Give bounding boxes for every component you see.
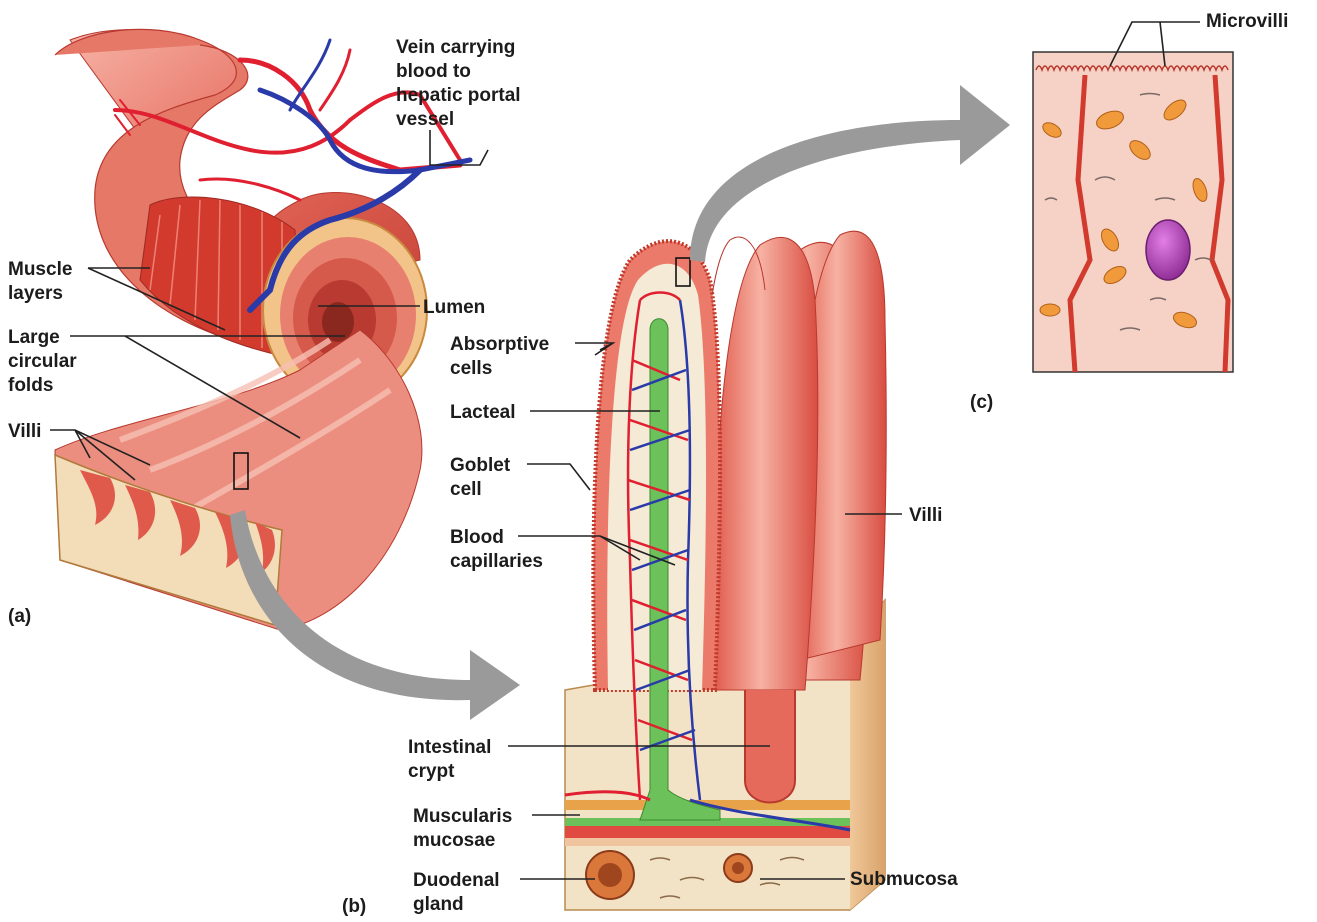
label-muscle-layers: Muscle layers	[8, 258, 72, 306]
label-muscularis-mucosae: Muscularis mucosae	[413, 805, 512, 853]
panel-label-c: (c)	[970, 392, 993, 414]
villus-cross-section-illustration	[565, 231, 886, 910]
panel-label-b: (b)	[342, 896, 366, 918]
label-blood-capillaries: Blood capillaries	[450, 526, 543, 574]
label-goblet-cell: Goblet cell	[450, 454, 510, 502]
label-microvilli: Microvilli	[1206, 10, 1288, 34]
label-duodenal-gland: Duodenal gland	[413, 869, 500, 917]
label-lumen: Lumen	[423, 296, 485, 320]
label-villi-a: Villi	[8, 420, 41, 444]
label-vein-to-hepatic-portal: Vein carrying blood to hepatic portal ve…	[396, 36, 521, 132]
panel-label-a: (a)	[8, 606, 31, 628]
label-villi-b: Villi	[909, 504, 942, 528]
label-lacteal: Lacteal	[450, 401, 515, 425]
label-large-circular-folds: Large circular folds	[8, 326, 77, 398]
absorptive-cell-illustration	[1033, 52, 1233, 372]
label-submucosa: Submucosa	[850, 868, 958, 892]
label-absorptive-cells: Absorptive cells	[450, 333, 549, 381]
label-intestinal-crypt: Intestinal crypt	[408, 736, 491, 784]
